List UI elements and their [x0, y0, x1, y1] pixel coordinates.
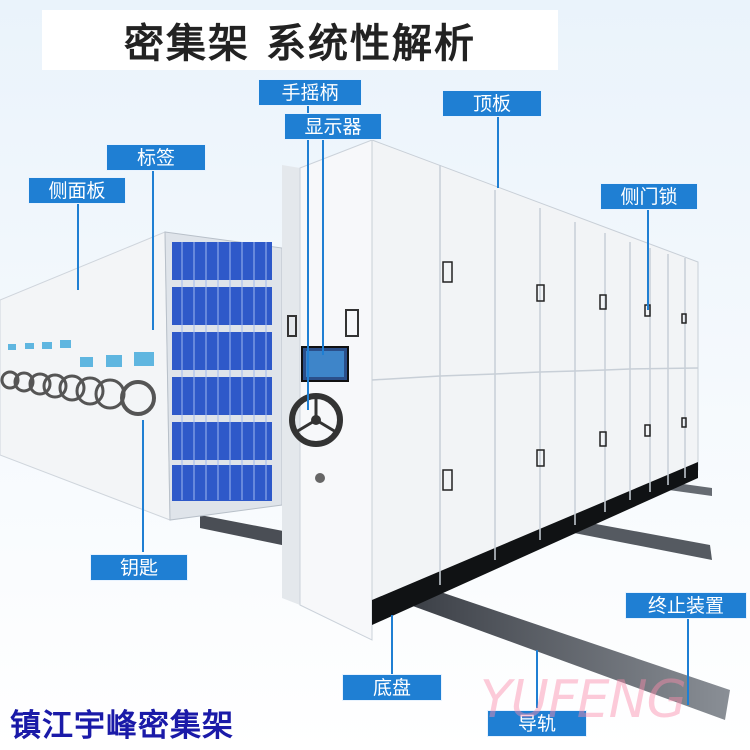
rail-callout: 导轨: [487, 710, 587, 737]
key-callout: 钥匙: [90, 554, 188, 581]
left-cabinet-row: [0, 231, 171, 521]
brand-name: 镇江宇峰密集架: [10, 708, 234, 744]
label-tag-callout: 标签: [106, 144, 206, 171]
side-panel-callout: 侧面板: [28, 177, 126, 204]
binder-shelves: [164, 231, 283, 521]
main-cabinet-front: [371, 139, 699, 625]
hand-crank-wheel: [289, 393, 343, 447]
leader-lines: [77, 103, 689, 708]
chassis-callout: 底盘: [342, 674, 442, 701]
display-callout: 显示器: [284, 113, 382, 140]
page-title: 密集架 系统性解析: [42, 10, 558, 70]
handwheel-row: [0, 370, 156, 416]
side-door-lock-callout: 侧门锁: [600, 183, 698, 210]
front-cabinet: [282, 139, 373, 641]
top-panel-callout: 顶板: [442, 90, 542, 117]
end-stop-callout: 终止装置: [625, 592, 747, 619]
hand-crank-callout: 手摇柄: [258, 79, 362, 106]
display-screen: [301, 346, 349, 382]
key-lock: [315, 473, 325, 483]
watermark: YUFENG: [480, 670, 687, 730]
